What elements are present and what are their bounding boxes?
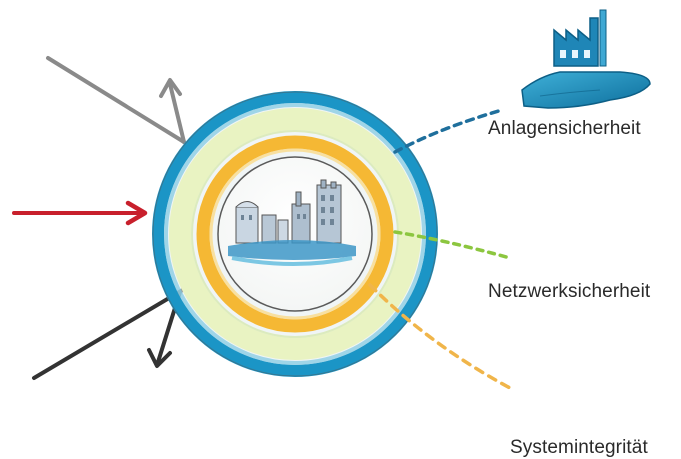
label-netzwerksicherheit: Netzwerksicherheit — [488, 281, 651, 302]
label-anlagensicherheit: Anlagensicherheit — [488, 118, 641, 139]
label-systemintegritaet: Systemintegrität — [510, 437, 648, 458]
connector-anlagensicherheit — [393, 108, 504, 154]
factory-in-hand-icon — [521, 9, 651, 109]
connector-systemintegritaet — [368, 283, 512, 390]
industrial-skyline-icon — [228, 179, 356, 266]
connector-netzwerksicherheit — [393, 230, 512, 260]
gray-deflected-arrow — [46, 56, 186, 144]
dark-deflected-arrow — [32, 286, 188, 380]
red-incoming-arrow — [12, 200, 148, 226]
